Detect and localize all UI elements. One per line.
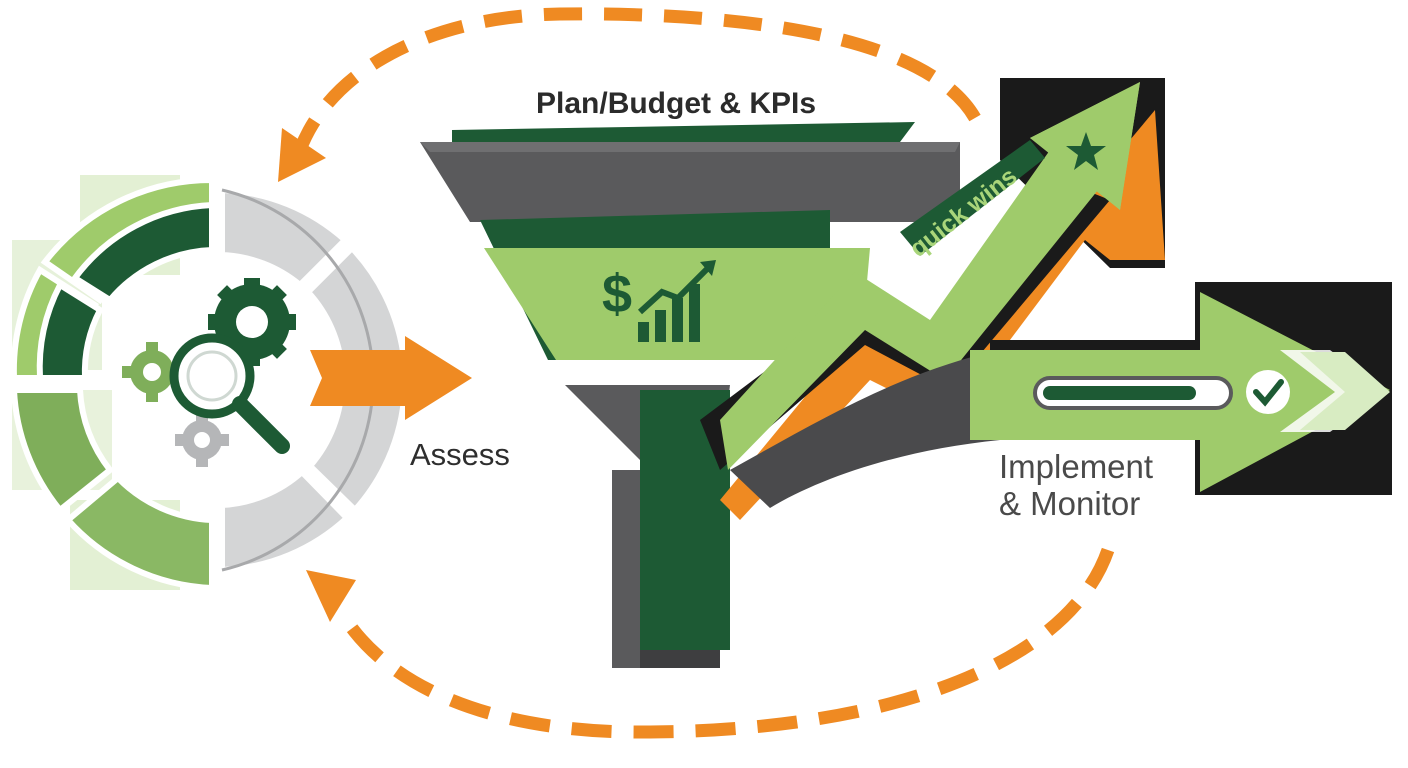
progress-bar-icon [1033, 376, 1233, 410]
funnel: $ [420, 122, 960, 668]
plan-budget-label: Plan/Budget & KPIs [536, 87, 816, 120]
implement-arrow [730, 282, 1392, 508]
implement-label-line1: Implement [999, 448, 1153, 485]
assess-label: Assess [410, 437, 510, 472]
implement-label-line2: & Monitor [999, 485, 1140, 522]
arrowhead-top-left [278, 128, 326, 182]
star-icon [1066, 132, 1106, 170]
assess-wheel [10, 175, 472, 592]
cycle-arrows [278, 7, 1115, 739]
magnifier-icon [169, 333, 290, 454]
small-gear-gray-icon [175, 414, 229, 467]
dollar-icon: $ [602, 264, 632, 324]
assess-arrow [310, 336, 472, 420]
dashed-arc-top [293, 7, 981, 153]
arrowhead-bottom-left [306, 570, 356, 622]
check-icon [1246, 370, 1290, 414]
dashed-arc-bottom [334, 547, 1115, 739]
progress-fill [1043, 386, 1196, 400]
growth-chart-icon [637, 260, 716, 342]
svg-text:$: $ [602, 264, 632, 324]
